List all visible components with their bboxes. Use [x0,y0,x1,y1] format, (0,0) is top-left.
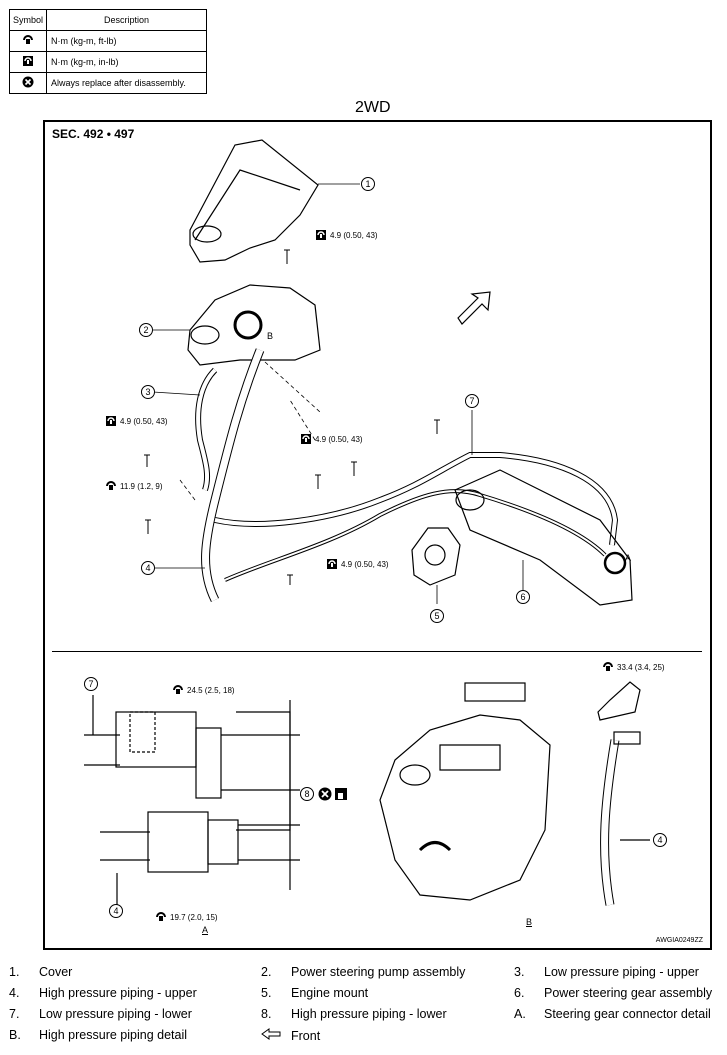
parts-list-item: 8.High pressure piping - lower [261,1007,447,1021]
torque-callout-detail-a-upper: 24.5 (2.5, 18) [172,684,235,696]
part-number-5: 5 [430,609,444,623]
torque-inlb-icon [327,559,337,569]
torque-value: 4.9 (0.50, 43) [120,416,168,426]
front-arrow-icon [457,291,491,325]
part-number-8: 8 [300,787,314,801]
torque-callout-lower: 4.9 (0.50, 43) [326,558,389,570]
part-number-2: 2 [139,323,153,337]
view-label-b: B [526,917,533,927]
torque-ftlb-icon [156,912,166,921]
torque-callout-bracket: 11.9 (1.2, 9) [105,480,163,492]
torque-callout-left: 4.9 (0.50, 43) [105,415,168,427]
parts-list-item: 4.High pressure piping - upper [9,986,197,1000]
diagram-title: 2WD [355,99,391,116]
detail-b-drawing [379,682,551,901]
parts-list-item: 3.Low pressure piping - upper [514,965,699,979]
pump-part [187,284,321,366]
torque-value: 4.9 (0.50, 43) [341,559,389,569]
parts-list-item: Front [261,1028,320,1043]
gear-connector-drawing [597,681,650,906]
gear-assembly-part [454,469,633,606]
view-label-a: A [202,925,209,935]
detail-divider [52,651,702,652]
torque-value: 11.9 (1.2, 9) [120,481,163,491]
view-label-b: B [267,331,274,341]
high-pressure-upper [201,348,265,603]
torque-value: 33.4 (3.4, 25) [617,662,665,672]
always-replace-icon [22,76,34,88]
torque-callout-center: 4.9 (0.50, 43) [300,433,363,445]
diagram-frame [43,120,712,950]
parts-list-item: A.Steering gear connector detail [514,1007,711,1021]
torque-callout-detail-a-lower: 19.7 (2.0, 15) [155,911,218,923]
torque-callout-cover: 4.9 (0.50, 43) [315,229,378,241]
parts-list-item: B.High pressure piping detail [9,1028,188,1042]
torque-value: 19.7 (2.0, 15) [170,912,218,922]
torque-inlb-icon [301,434,311,444]
parts-list-item: 1.Cover [9,965,73,979]
part-number-7: 7 [84,677,98,691]
torque-value: 4.9 (0.50, 43) [330,230,378,240]
part-number-3: 3 [141,385,155,399]
parts-list-item: 6.Power steering gear assembly [514,986,713,1000]
legend-row-text: Always replace after disassembly. [46,72,207,94]
torque-ftlb-icon [23,35,33,44]
torque-inlb-icon [316,230,326,240]
torque-value: 4.9 (0.50, 43) [315,434,363,444]
image-code: AWGIA0249ZZ [655,937,703,944]
torque-inlb-icon [23,56,33,66]
torque-inlb-icon [106,416,116,426]
torque-ftlb-icon [106,481,116,490]
part-number-4: 4 [109,904,123,918]
parts-list-item: 2.Power steering pump assembly [261,965,466,979]
torque-ftlb-icon [603,662,613,671]
torque-ftlb-icon [173,685,183,694]
always-replace-icon [318,787,347,801]
section-label: SEC. 492 • 497 [52,127,135,141]
part-number-4: 4 [141,561,155,575]
torque-value: 24.5 (2.5, 18) [187,685,235,695]
parts-list-item: 7.Low pressure piping - lower [9,1007,192,1021]
part-number-7: 7 [465,394,479,408]
cover-part [189,139,319,263]
engine-mount-part [411,527,461,586]
detail-a-drawing [84,695,300,905]
torque-callout-gear: 33.4 (3.4, 25) [602,661,665,673]
part-number-4: 4 [653,833,667,847]
part-number-6: 6 [516,590,530,604]
front-arrow-icon [261,1028,281,1040]
parts-list-item: 5.Engine mount [261,986,369,1000]
part-number-1: 1 [361,177,375,191]
view-label-a: A [625,553,632,563]
symbol-legend: Symbol Description N·m (kg-m, ft-lb) N·m… [9,9,207,94]
